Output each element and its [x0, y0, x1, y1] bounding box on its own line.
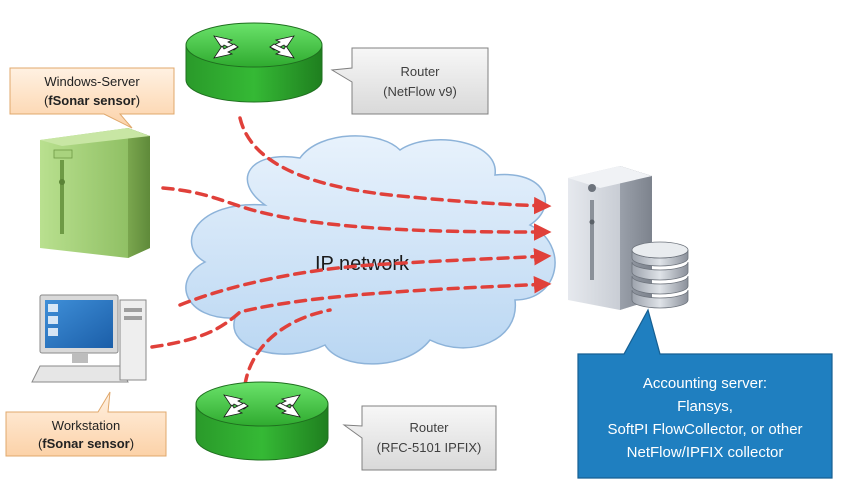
router-arrows-icon	[213, 35, 295, 59]
workstation-title: Workstation	[52, 418, 120, 433]
ip-network-cloud: IP network	[185, 135, 556, 365]
workstation-sensor-line: (fSonar sensor)	[38, 436, 134, 451]
accounting-line-1: Accounting server:	[643, 375, 767, 392]
workstation-sensor: fSonar sensor	[42, 436, 129, 451]
accounting-line-2: Flansys,	[677, 398, 733, 415]
accounting-server-callout: Accounting server: Flansys, SoftPI FlowC…	[577, 308, 833, 479]
flow-arrow-router-bottom	[243, 308, 332, 387]
workstation-callout: Workstation (fSonar sensor)	[5, 391, 167, 457]
flow-arrow-workstation	[150, 275, 552, 349]
windows-server-title: Windows-Server	[44, 74, 140, 89]
accounting-line-4: NetFlow/IPFIX collector	[627, 444, 784, 461]
windows-server-sensor-line: (fSonar sensor)	[44, 93, 140, 108]
router-top-subtitle: (NetFlow v9)	[383, 84, 457, 99]
workstation-icon	[31, 294, 147, 383]
router-arrows-icon	[223, 394, 301, 418]
flow-arrow-server-1	[161, 186, 552, 241]
database-icon	[631, 241, 689, 309]
router-top-title: Router	[400, 64, 440, 79]
router-top-callout: Router (NetFlow v9)	[330, 47, 489, 115]
windows-server-icon	[40, 128, 150, 258]
windows-server-callout: Windows-Server (fSonar sensor)	[9, 67, 175, 129]
flow-arrows	[150, 116, 552, 387]
router-bottom-title: Router	[409, 420, 449, 435]
accounting-server-icon	[568, 166, 652, 310]
windows-server-sensor: fSonar sensor	[48, 93, 135, 108]
router-bottom	[195, 381, 329, 461]
flow-arrow-router-top	[238, 116, 552, 215]
router-top	[185, 22, 323, 103]
flow-arrow-server-2	[178, 247, 552, 307]
router-bottom-callout: Router (RFC-5101 IPFIX)	[342, 405, 497, 471]
accounting-line-3: SoftPI FlowCollector, or other	[607, 421, 802, 438]
router-bottom-subtitle: (RFC-5101 IPFIX)	[377, 440, 482, 455]
